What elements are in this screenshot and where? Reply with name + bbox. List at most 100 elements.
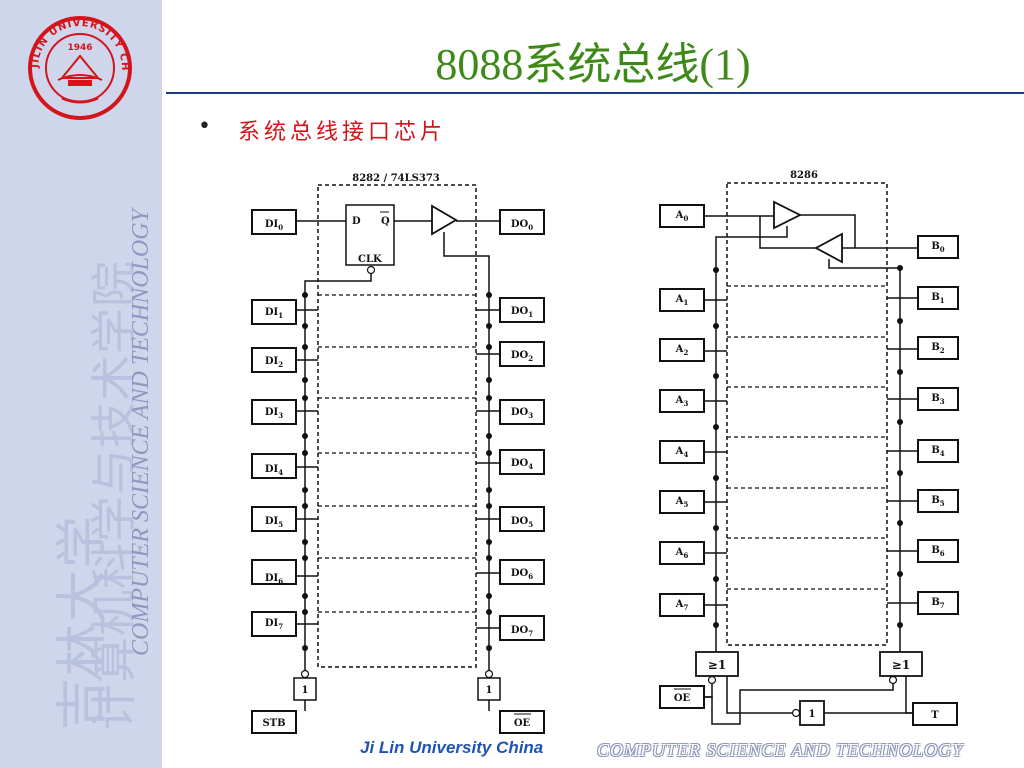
di-pin-6-label: DI6 — [265, 573, 283, 586]
transceiver-forward-buffer — [773, 200, 803, 230]
b-pin-4-label: B4 — [931, 445, 944, 458]
stb-pin-label: STB — [262, 718, 285, 729]
university-logo: JILIN UNIVERSITY CHINA 1946 — [22, 16, 132, 120]
b-pin-2 — [917, 336, 959, 360]
di-pin-7 — [251, 611, 297, 637]
a-pin-1-label: A1 — [675, 294, 689, 307]
a-pin-6 — [659, 541, 705, 565]
do-pin-4 — [499, 449, 545, 475]
b-bus-junction — [897, 520, 903, 526]
latch-oe-gate-label: 1 — [486, 685, 493, 696]
oe-bus-junction — [486, 344, 492, 350]
clk-bus-junction — [302, 555, 308, 561]
a-pin-2 — [659, 338, 705, 362]
or-gate-right-label: ≥1 — [892, 658, 910, 672]
a-bus-junction — [713, 475, 719, 481]
oe-bus-junction — [486, 593, 492, 599]
transceiver-diagram: 8286 ≥1 ≥1 — [659, 170, 959, 726]
a-pin-7 — [659, 593, 705, 617]
latch-output-buffer — [431, 204, 458, 236]
transceiver-reverse-buffer — [814, 232, 843, 264]
b-pin-7 — [917, 591, 959, 615]
b-bus-junction — [897, 265, 903, 271]
do-pin-5 — [499, 506, 545, 532]
clk-bus-junction — [302, 344, 308, 350]
b-pin-1-label: B1 — [931, 292, 944, 305]
transceiver-chip-label: 8286 — [790, 170, 818, 181]
a-pin-3 — [659, 389, 705, 413]
a-pin-5 — [659, 490, 705, 514]
a-pin-0-label: A0 — [675, 210, 689, 223]
b-pin-4 — [917, 439, 959, 463]
b-bus-junction — [897, 470, 903, 476]
b-bus-junction — [897, 571, 903, 577]
clk-bus-junction — [302, 539, 308, 545]
clk-bus-junction — [302, 292, 308, 298]
do-pin-4-label: DO4 — [511, 458, 533, 471]
latch-flip-flop — [345, 204, 395, 266]
di-pin-2-label: DI2 — [265, 356, 283, 369]
do-pin-0-label: DO0 — [511, 219, 533, 232]
di-pin-6 — [251, 559, 297, 585]
or-gate-right — [879, 651, 923, 677]
b-bus-junction — [897, 318, 903, 324]
oe-bus-junction — [486, 487, 492, 493]
or-gate-left-label: ≥1 — [708, 658, 726, 672]
clk-bus-junction — [302, 645, 308, 651]
clk-bus-junction — [302, 395, 308, 401]
di-pin-1 — [251, 299, 297, 325]
b-pin-5-label: B5 — [931, 495, 944, 508]
do-pin-0 — [499, 209, 545, 235]
di-pin-3 — [251, 399, 297, 425]
do-pin-2-label: DO2 — [511, 350, 533, 363]
b-pin-2-label: B2 — [931, 342, 944, 355]
clk-bus-junction — [302, 450, 308, 456]
a-bus-junction — [713, 525, 719, 531]
di-pin-5-label: DI5 — [265, 516, 283, 529]
transceiver-oe-pin-label: OE — [674, 693, 691, 704]
oe-bus-junction — [486, 377, 492, 383]
a-bus-junction — [713, 373, 719, 379]
clk-bus-junction — [302, 487, 308, 493]
title-divider — [166, 92, 1024, 94]
ff-q-label: Q — [381, 216, 390, 227]
a-pin-7-label: A7 — [675, 599, 689, 612]
stb-pin — [251, 710, 297, 734]
a-pin-0 — [659, 204, 705, 228]
b-pin-3-label: B3 — [931, 393, 944, 406]
di-pin-1-label: DI1 — [265, 307, 283, 320]
a-pin-2-label: A2 — [675, 344, 689, 357]
di-pin-4-label: DI4 — [265, 464, 283, 477]
a-pin-4-label: A4 — [675, 446, 689, 459]
latch-diagram: 8282 / 74LS373 D Q CLK — [251, 173, 545, 734]
do-pin-3 — [499, 399, 545, 425]
a-bus-junction — [713, 267, 719, 273]
b-pin-5 — [917, 489, 959, 513]
oe-bus-junction — [486, 645, 492, 651]
b-pin-6 — [917, 539, 959, 563]
logo-year: 1946 — [67, 43, 92, 53]
di-pin-0-label: DI0 — [265, 219, 283, 232]
do-pin-1-label: DO1 — [511, 306, 533, 319]
t-pin — [912, 702, 958, 726]
b-pin-7-label: B7 — [931, 597, 944, 610]
ff-clk-label: CLK — [358, 254, 382, 265]
di-pin-4 — [251, 453, 297, 479]
footer-university: Ji Lin University China — [360, 738, 544, 757]
a-pin-5-label: A5 — [675, 496, 689, 509]
a-bus-junction — [713, 323, 719, 329]
or-gate-left — [695, 651, 739, 677]
clk-bus-junction — [302, 609, 308, 615]
do-pin-7 — [499, 615, 545, 641]
footer-college: COMPUTER SCIENCE AND TECHNOLOGY — [597, 740, 964, 760]
a-pin-4 — [659, 440, 705, 464]
b-pin-0 — [917, 235, 959, 259]
slide-title: 8088系统总线(1) — [435, 40, 751, 89]
clk-bus-junction — [302, 593, 308, 599]
oe-bus-junction — [486, 609, 492, 615]
oe-bus-junction — [486, 433, 492, 439]
b-bus-junction — [897, 369, 903, 375]
sidebar: JILIN UNIVERSITY CHINA 1946 吉林大学 计算机科学与技… — [0, 0, 162, 768]
